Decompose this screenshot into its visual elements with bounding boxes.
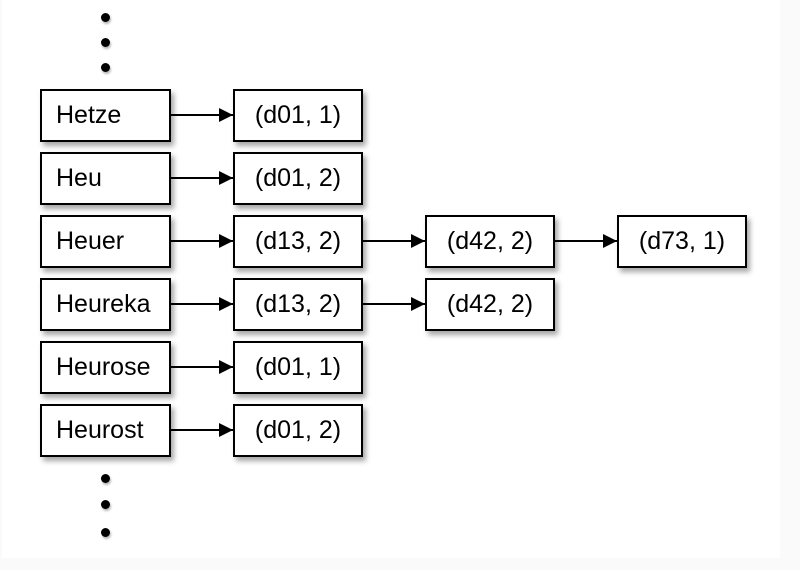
arrow-right-icon — [411, 234, 425, 248]
arrow-right-icon — [219, 171, 233, 185]
arrow — [363, 234, 425, 248]
posting-box: (d42, 2) — [425, 215, 555, 268]
term-box-heurost: Heurost — [40, 404, 171, 457]
ellipsis-dot-bottom-2 — [101, 500, 110, 509]
ellipsis-dot-top-1 — [101, 13, 110, 22]
arrow-right-icon — [219, 360, 233, 374]
term-label: Hetze — [56, 101, 122, 129]
arrow — [363, 297, 425, 311]
posting-label: (d01, 2) — [254, 164, 342, 192]
ellipsis-dot-bottom-3 — [101, 528, 110, 537]
arrow-right-icon — [219, 108, 233, 122]
arrow — [171, 360, 233, 374]
arrow — [171, 171, 233, 185]
arrow-right-icon — [219, 423, 233, 437]
ellipsis-dot-top-3 — [101, 63, 110, 72]
posting-box: (d13, 2) — [233, 278, 363, 331]
arrow — [171, 234, 233, 248]
term-box-heu: Heu — [40, 152, 171, 205]
arrow — [171, 423, 233, 437]
posting-label: (d13, 2) — [254, 227, 342, 255]
arrow — [171, 108, 233, 122]
ellipsis-dot-top-2 — [101, 38, 110, 47]
term-box-heureka: Heureka — [40, 278, 171, 331]
term-box-heuer: Heuer — [40, 215, 171, 268]
arrow — [171, 297, 233, 311]
posting-box: (d42, 2) — [425, 278, 555, 331]
ellipsis-dot-bottom-1 — [101, 474, 110, 483]
posting-box: (d73, 1) — [617, 215, 747, 268]
arrow — [555, 234, 617, 248]
term-box-heurose: Heurose — [40, 341, 171, 394]
term-label: Heurose — [56, 353, 151, 381]
posting-label: (d42, 2) — [446, 290, 534, 318]
inverted-index-diagram: Hetze (d01, 1) Heu (d01, 2) Heuer (d13, … — [2, 0, 780, 558]
term-box-hetze: Hetze — [40, 89, 171, 142]
posting-label: (d01, 1) — [254, 101, 342, 129]
term-label: Heu — [56, 164, 102, 192]
term-label: Heuer — [56, 227, 125, 255]
arrow-right-icon — [603, 234, 617, 248]
posting-label: (d42, 2) — [446, 227, 534, 255]
arrow-right-icon — [411, 297, 425, 311]
posting-box: (d01, 1) — [233, 89, 363, 142]
posting-label: (d73, 1) — [638, 227, 726, 255]
term-label: Heureka — [56, 290, 151, 318]
posting-box: (d01, 1) — [233, 341, 363, 394]
posting-label: (d13, 2) — [254, 290, 342, 318]
arrow-right-icon — [219, 234, 233, 248]
posting-box: (d01, 2) — [233, 404, 363, 457]
term-label: Heurost — [56, 416, 144, 444]
arrow-right-icon — [219, 297, 233, 311]
posting-box: (d01, 2) — [233, 152, 363, 205]
posting-label: (d01, 1) — [254, 353, 342, 381]
posting-box: (d13, 2) — [233, 215, 363, 268]
posting-label: (d01, 2) — [254, 416, 342, 444]
